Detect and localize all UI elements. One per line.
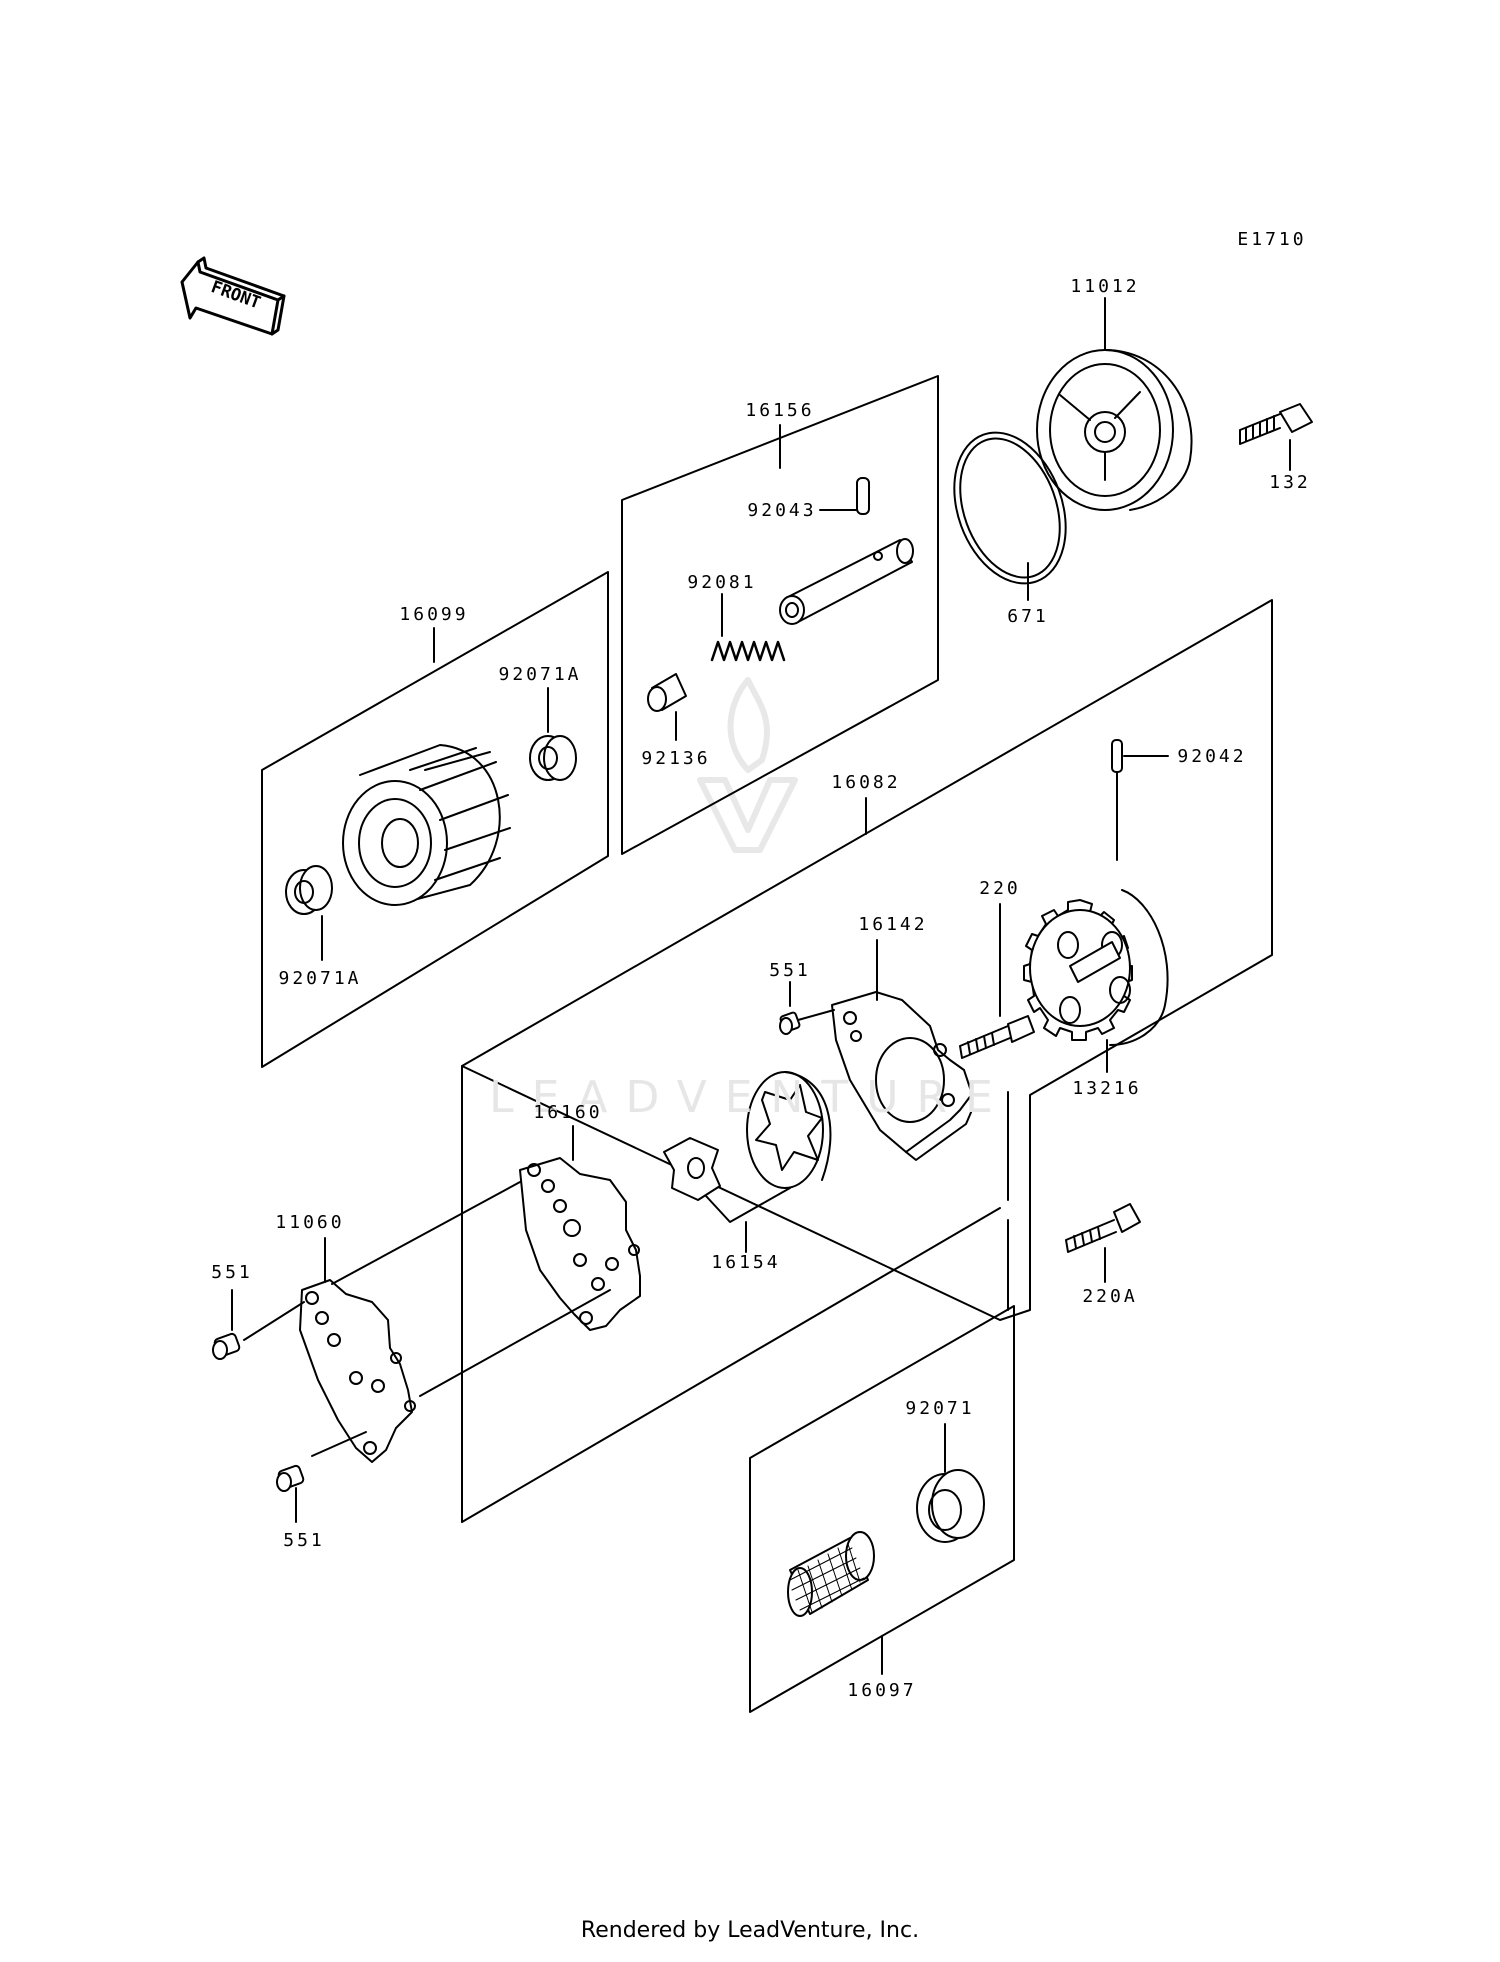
group-box-16099 (261, 571, 609, 1068)
oil-screen-16097 (787, 1531, 875, 1617)
label-92136: 92136 (641, 748, 710, 769)
label-671: 671 (1007, 606, 1049, 627)
gear-13216 (1023, 889, 1169, 1046)
watermark-logo (697, 677, 798, 853)
label-92071A-bottom: 92071A (278, 968, 361, 989)
collar-551-left (212, 1332, 241, 1360)
bolt-220A (1065, 1203, 1141, 1253)
label-16156: 16156 (745, 400, 814, 421)
collar-551-bottom (276, 1464, 305, 1492)
label-16142: 16142 (858, 914, 927, 935)
label-92043: 92043 (747, 500, 816, 521)
label-92081: 92081 (687, 572, 756, 593)
grommet-92071A-bottom (285, 865, 333, 915)
label-132: 132 (1269, 472, 1311, 493)
label-92071: 92071 (905, 1398, 974, 1419)
label-551-bottom: 551 (283, 1530, 325, 1551)
group-box-16156 (621, 375, 939, 855)
collar-551-top (779, 1011, 801, 1035)
label-92042: 92042 (1177, 746, 1246, 767)
bolt-220 (959, 1015, 1035, 1059)
outer-rotor (746, 1071, 832, 1189)
watermark-text: LEADVENTURE (489, 1072, 1011, 1123)
label-551-top: 551 (769, 960, 811, 981)
footer-credit: Rendered by LeadVenture, Inc. (580, 1918, 920, 1943)
oil-filter-16099 (342, 744, 511, 906)
spring-92081 (710, 640, 786, 662)
pump-housing-16142 (831, 991, 973, 1161)
plunger-92136 (647, 673, 687, 712)
label-11060: 11060 (275, 1212, 344, 1233)
label-16082: 16082 (831, 772, 900, 793)
diagram-code: E1710 (1237, 229, 1306, 250)
label-551-left: 551 (211, 1262, 253, 1283)
label-16099: 16099 (399, 604, 468, 625)
relief-valve-body (779, 538, 914, 625)
label-13216: 13216 (1072, 1078, 1141, 1099)
group-box-16082 (461, 599, 1273, 1321)
label-92071A-top: 92071A (498, 664, 581, 685)
grommet-92071A-top (529, 735, 577, 781)
seal-92071 (916, 1469, 985, 1543)
inner-rotor (663, 1137, 721, 1201)
bolt-132 (1239, 403, 1313, 445)
front-arrow-icon (180, 256, 286, 336)
label-220A: 220A (1082, 1286, 1137, 1307)
oring-671 (953, 431, 1067, 585)
label-16160: 16160 (533, 1102, 602, 1123)
pump-cover-11012 (1036, 349, 1193, 511)
label-220: 220 (979, 878, 1021, 899)
plate-11060 (299, 1279, 416, 1463)
label-16097: 16097 (847, 1680, 916, 1701)
plate-16160 (519, 1157, 641, 1331)
label-11012: 11012 (1070, 276, 1139, 297)
pin-92042 (1111, 739, 1123, 773)
pin-92043 (856, 477, 870, 515)
group-box-16097 (749, 1305, 1015, 1713)
label-16154: 16154 (711, 1252, 780, 1273)
